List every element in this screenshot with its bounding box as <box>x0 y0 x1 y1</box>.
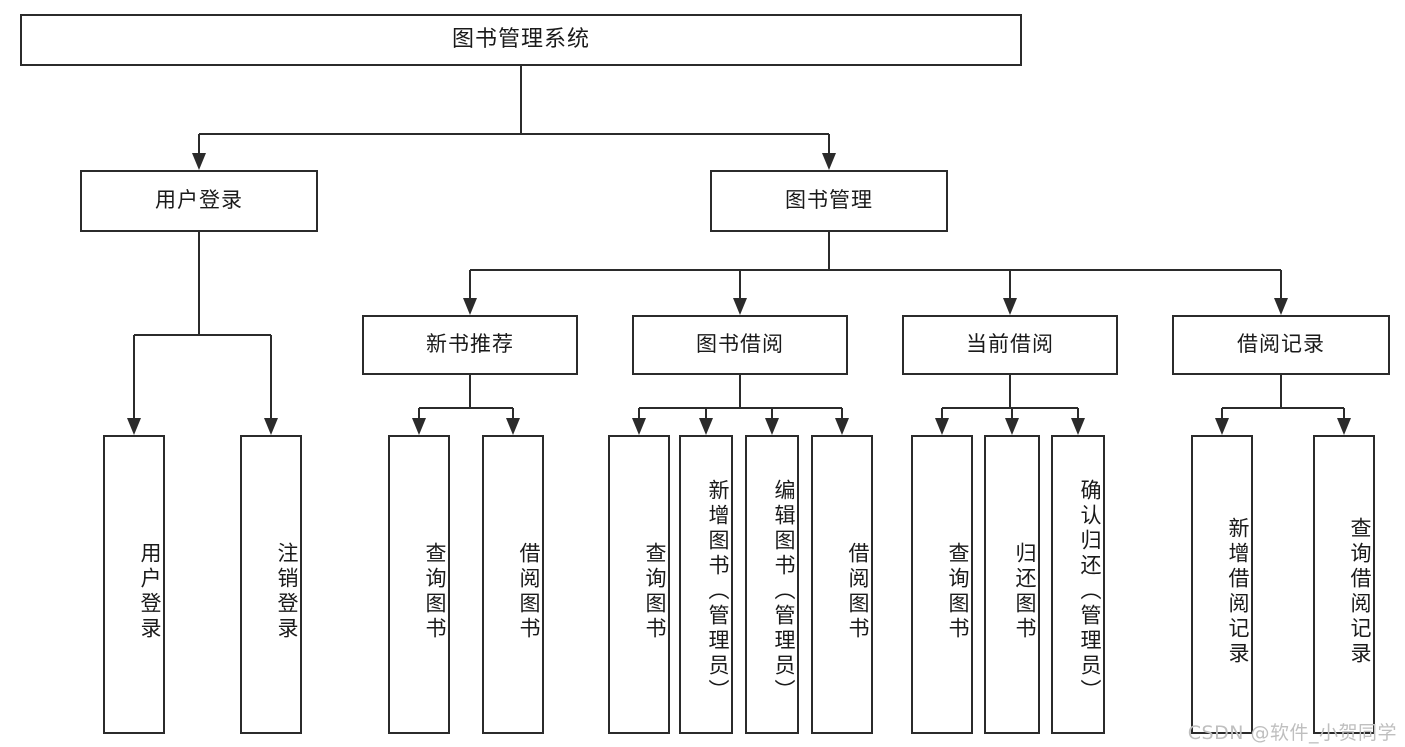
connector-bus-l3-new-book-recommend <box>419 406 513 410</box>
node-root-book-management-system[interactable]: 图书管理系统 <box>20 14 1022 66</box>
node-label: 确认归还（管理员） <box>1078 479 1102 704</box>
connector-drop-root-0 <box>197 134 201 153</box>
connector-drop-l3-current-borrow-0 <box>940 408 944 418</box>
node-book-management[interactable]: 图书管理 <box>710 170 948 232</box>
connector-stem-l3-current-borrow <box>1008 375 1012 408</box>
node-label: 借阅记录 <box>1237 332 1325 357</box>
node-label: 新增图书（管理员） <box>706 479 730 704</box>
node-label: 图书借阅 <box>696 332 784 357</box>
connector-drop-book-management-1 <box>738 270 742 298</box>
connector-arrowhead-l3-new-book-recommend-0 <box>412 418 426 435</box>
connector-drop-l3-current-borrow-1 <box>1010 408 1014 418</box>
leaf-user-login[interactable]: 用户登录 <box>103 435 165 734</box>
connector-arrowhead-l3-book-borrow-0 <box>632 418 646 435</box>
connector-drop-l3-new-book-recommend-1 <box>511 408 515 418</box>
connector-arrowhead-l3-borrow-record-0 <box>1215 418 1229 435</box>
connector-arrowhead-l3-book-borrow-3 <box>835 418 849 435</box>
connector-drop-l3-book-borrow-0 <box>637 408 641 418</box>
connector-drop-user-login-1 <box>269 335 273 418</box>
connector-stem-book-management <box>827 232 831 270</box>
node-label: 查询图书 <box>423 541 447 642</box>
node-borrow-record[interactable]: 借阅记录 <box>1172 315 1390 375</box>
node-user-login[interactable]: 用户登录 <box>80 170 318 232</box>
leaf-add-book-admin[interactable]: 新增图书（管理员） <box>679 435 733 734</box>
connector-bus-book-management <box>470 268 1281 272</box>
connector-arrowhead-book-management-0 <box>463 298 477 315</box>
node-label: 图书管理系统 <box>451 26 590 52</box>
leaf-return-book[interactable]: 归还图书 <box>984 435 1040 734</box>
leaf-confirm-return-admin[interactable]: 确认归还（管理员） <box>1051 435 1105 734</box>
connector-arrowhead-book-management-1 <box>733 298 747 315</box>
connector-bus-l3-current-borrow <box>942 406 1078 410</box>
connector-arrowhead-l3-new-book-recommend-1 <box>506 418 520 435</box>
connector-bus-user-login <box>134 333 271 337</box>
leaf-add-borrow-record[interactable]: 新增借阅记录 <box>1191 435 1253 734</box>
connector-drop-root-1 <box>827 134 831 153</box>
node-label: 查询图书 <box>643 541 667 642</box>
connector-arrowhead-l3-current-borrow-2 <box>1071 418 1085 435</box>
connector-arrowhead-l3-current-borrow-0 <box>935 418 949 435</box>
connector-arrowhead-l3-book-borrow-2 <box>765 418 779 435</box>
leaf-borrow-book[interactable]: 借阅图书 <box>811 435 873 734</box>
node-current-borrow[interactable]: 当前借阅 <box>902 315 1118 375</box>
connector-bus-l3-book-borrow <box>639 406 842 410</box>
leaf-query-book-current[interactable]: 查询图书 <box>911 435 973 734</box>
connector-stem-l3-book-borrow <box>738 375 742 408</box>
connector-arrowhead-book-management-3 <box>1274 298 1288 315</box>
node-label: 归还图书 <box>1013 541 1037 642</box>
connector-drop-l3-borrow-record-1 <box>1342 408 1346 418</box>
node-book-borrow[interactable]: 图书借阅 <box>632 315 848 375</box>
connector-bus-l3-borrow-record <box>1222 406 1344 410</box>
connector-arrowhead-book-management-2 <box>1003 298 1017 315</box>
node-label: 编辑图书（管理员） <box>772 479 796 704</box>
node-label: 用户登录 <box>138 541 162 642</box>
connector-stem-l3-borrow-record <box>1279 375 1283 408</box>
node-label: 查询图书 <box>946 541 970 642</box>
node-label: 注销登录 <box>275 541 299 642</box>
connector-arrowhead-root-1 <box>822 153 836 170</box>
leaf-query-borrow-record[interactable]: 查询借阅记录 <box>1313 435 1375 734</box>
leaf-query-book-recommend[interactable]: 查询图书 <box>388 435 450 734</box>
connector-drop-book-management-0 <box>468 270 472 298</box>
connector-stem-l3-new-book-recommend <box>468 375 472 408</box>
connector-drop-user-login-0 <box>132 335 136 418</box>
leaf-edit-book-admin[interactable]: 编辑图书（管理员） <box>745 435 799 734</box>
connector-arrowhead-l3-borrow-record-1 <box>1337 418 1351 435</box>
leaf-query-book-borrow[interactable]: 查询图书 <box>608 435 670 734</box>
leaf-logout-login[interactable]: 注销登录 <box>240 435 302 734</box>
connector-drop-book-management-3 <box>1279 270 1283 298</box>
node-label: 图书管理 <box>785 188 873 213</box>
node-label: 当前借阅 <box>966 332 1054 357</box>
connector-drop-book-management-2 <box>1008 270 1012 298</box>
connector-stem-root <box>519 66 523 134</box>
node-label: 新书推荐 <box>426 332 514 357</box>
node-label: 借阅图书 <box>846 541 870 642</box>
connector-arrowhead-root-0 <box>192 153 206 170</box>
connector-arrowhead-l3-current-borrow-1 <box>1005 418 1019 435</box>
connector-drop-l3-book-borrow-2 <box>770 408 774 418</box>
leaf-borrow-book-recommend[interactable]: 借阅图书 <box>482 435 544 734</box>
node-new-book-recommend[interactable]: 新书推荐 <box>362 315 578 375</box>
connector-stem-user-login <box>197 232 201 335</box>
connector-drop-l3-book-borrow-3 <box>840 408 844 418</box>
connector-arrowhead-l3-book-borrow-1 <box>699 418 713 435</box>
connector-bus-root <box>199 132 829 136</box>
node-label: 借阅图书 <box>517 541 541 642</box>
connector-drop-l3-book-borrow-1 <box>704 408 708 418</box>
connector-drop-l3-current-borrow-2 <box>1076 408 1080 418</box>
node-label: 查询借阅记录 <box>1348 516 1372 667</box>
connector-drop-l3-borrow-record-0 <box>1220 408 1224 418</box>
node-label: 新增借阅记录 <box>1226 516 1250 667</box>
connector-drop-l3-new-book-recommend-0 <box>417 408 421 418</box>
node-label: 用户登录 <box>155 188 243 213</box>
connector-arrowhead-user-login-1 <box>264 418 278 435</box>
connector-arrowhead-user-login-0 <box>127 418 141 435</box>
